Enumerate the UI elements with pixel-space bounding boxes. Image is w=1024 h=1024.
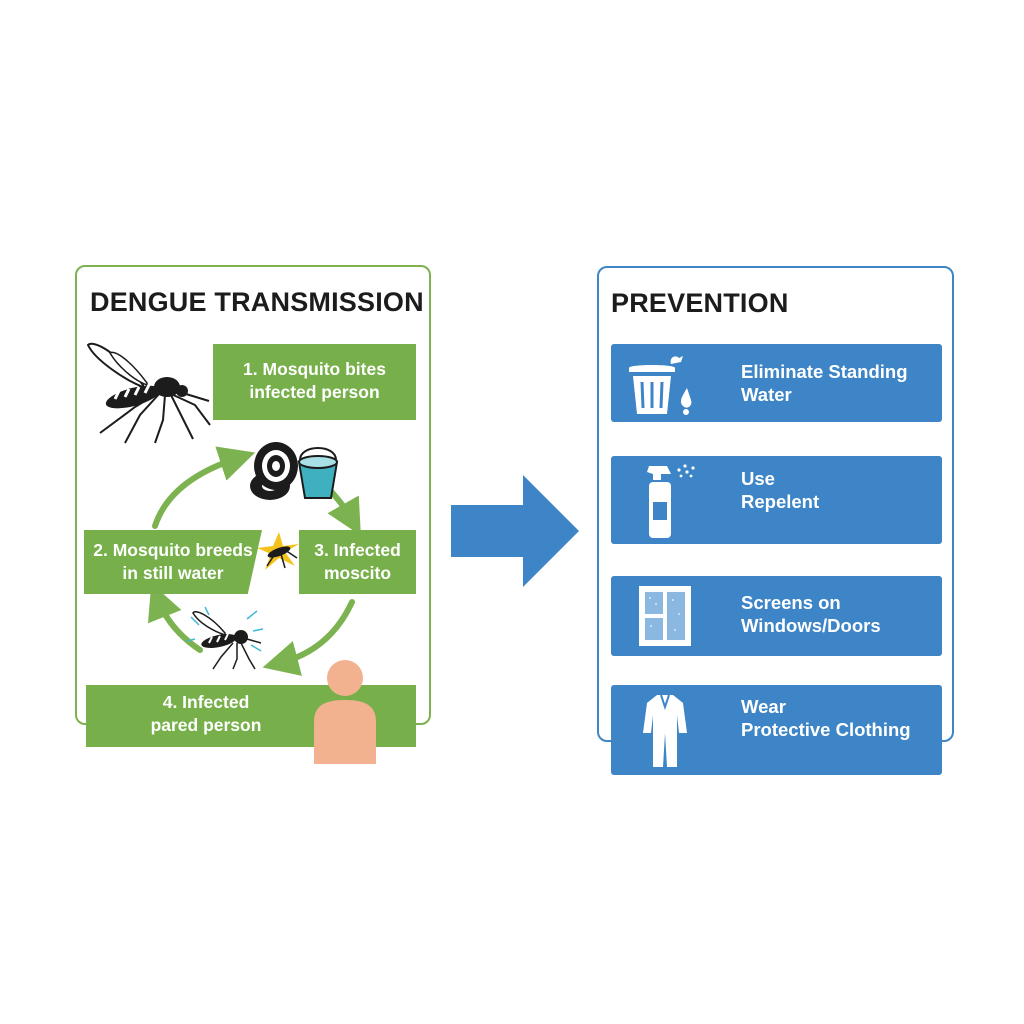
transmission-title: DENGUE TRANSMISSION [90,287,424,317]
screens-line1: Screens on [741,592,841,613]
trash-can-icon [629,356,692,415]
prevention-item-clothing: Wear Protective Clothing [611,685,942,775]
person-icon [314,660,376,764]
step-2-line2: in still water [122,563,224,583]
window-screen-icon [639,586,691,646]
coverall-icon [643,694,687,767]
eliminate-water-line2: Water [741,384,792,405]
spray-bottle-icon [647,464,695,538]
repellent-line1: Use [741,468,775,489]
step-3-box: 3. Infected moscito [299,530,416,594]
screens-label: Screens on Windows/Doors [741,591,881,637]
prevention-item-eliminate-water: Eliminate Standing Water [611,344,942,422]
clothing-label: Wear Protective Clothing [741,695,911,741]
tires-icon [250,442,298,500]
step-2-line1: 2. Mosquito breeds [93,540,253,560]
eliminate-water-line1: Eliminate Standing [741,361,908,382]
prevention-item-screens: Screens on Windows/Doors [611,576,942,656]
screens-line2: Windows/Doors [741,615,881,636]
clothing-line1: Wear [741,696,786,717]
step-4-line1: 4. Infected [162,692,250,712]
step-1-line2: infected person [249,382,380,402]
clothing-line2: Protective Clothing [741,719,911,740]
mosquito-icon [86,342,211,444]
right-arrow-icon [451,475,579,587]
step-2-box: 2. Mosquito breeds in still water [84,530,262,594]
step-1-line1: 1. Mosquito bites [243,359,386,379]
cycle-arrow-left [147,583,203,653]
eliminate-water-label: Eliminate Standing Water [741,360,908,406]
bucket-icon [297,447,339,499]
infected-mosquito-icon [186,606,264,670]
prevention-title: PREVENTION [611,288,789,318]
cycle-arrow-down [262,599,355,676]
step-3-line2: moscito [323,563,392,583]
transmission-panel [75,265,431,725]
step-3-line1: 3. Infected [314,540,401,560]
prevention-item-repellent: Use Repelent [611,456,942,544]
repellent-label: Use Repelent [741,467,819,513]
step-4-line2: pared person [150,715,262,735]
repellent-line2: Repelent [741,491,820,512]
step-1-box: 1. Mosquito bites infected person [213,344,416,420]
cycle-arrow-up [152,446,256,529]
sparkling-mosquito-icon [257,532,299,570]
